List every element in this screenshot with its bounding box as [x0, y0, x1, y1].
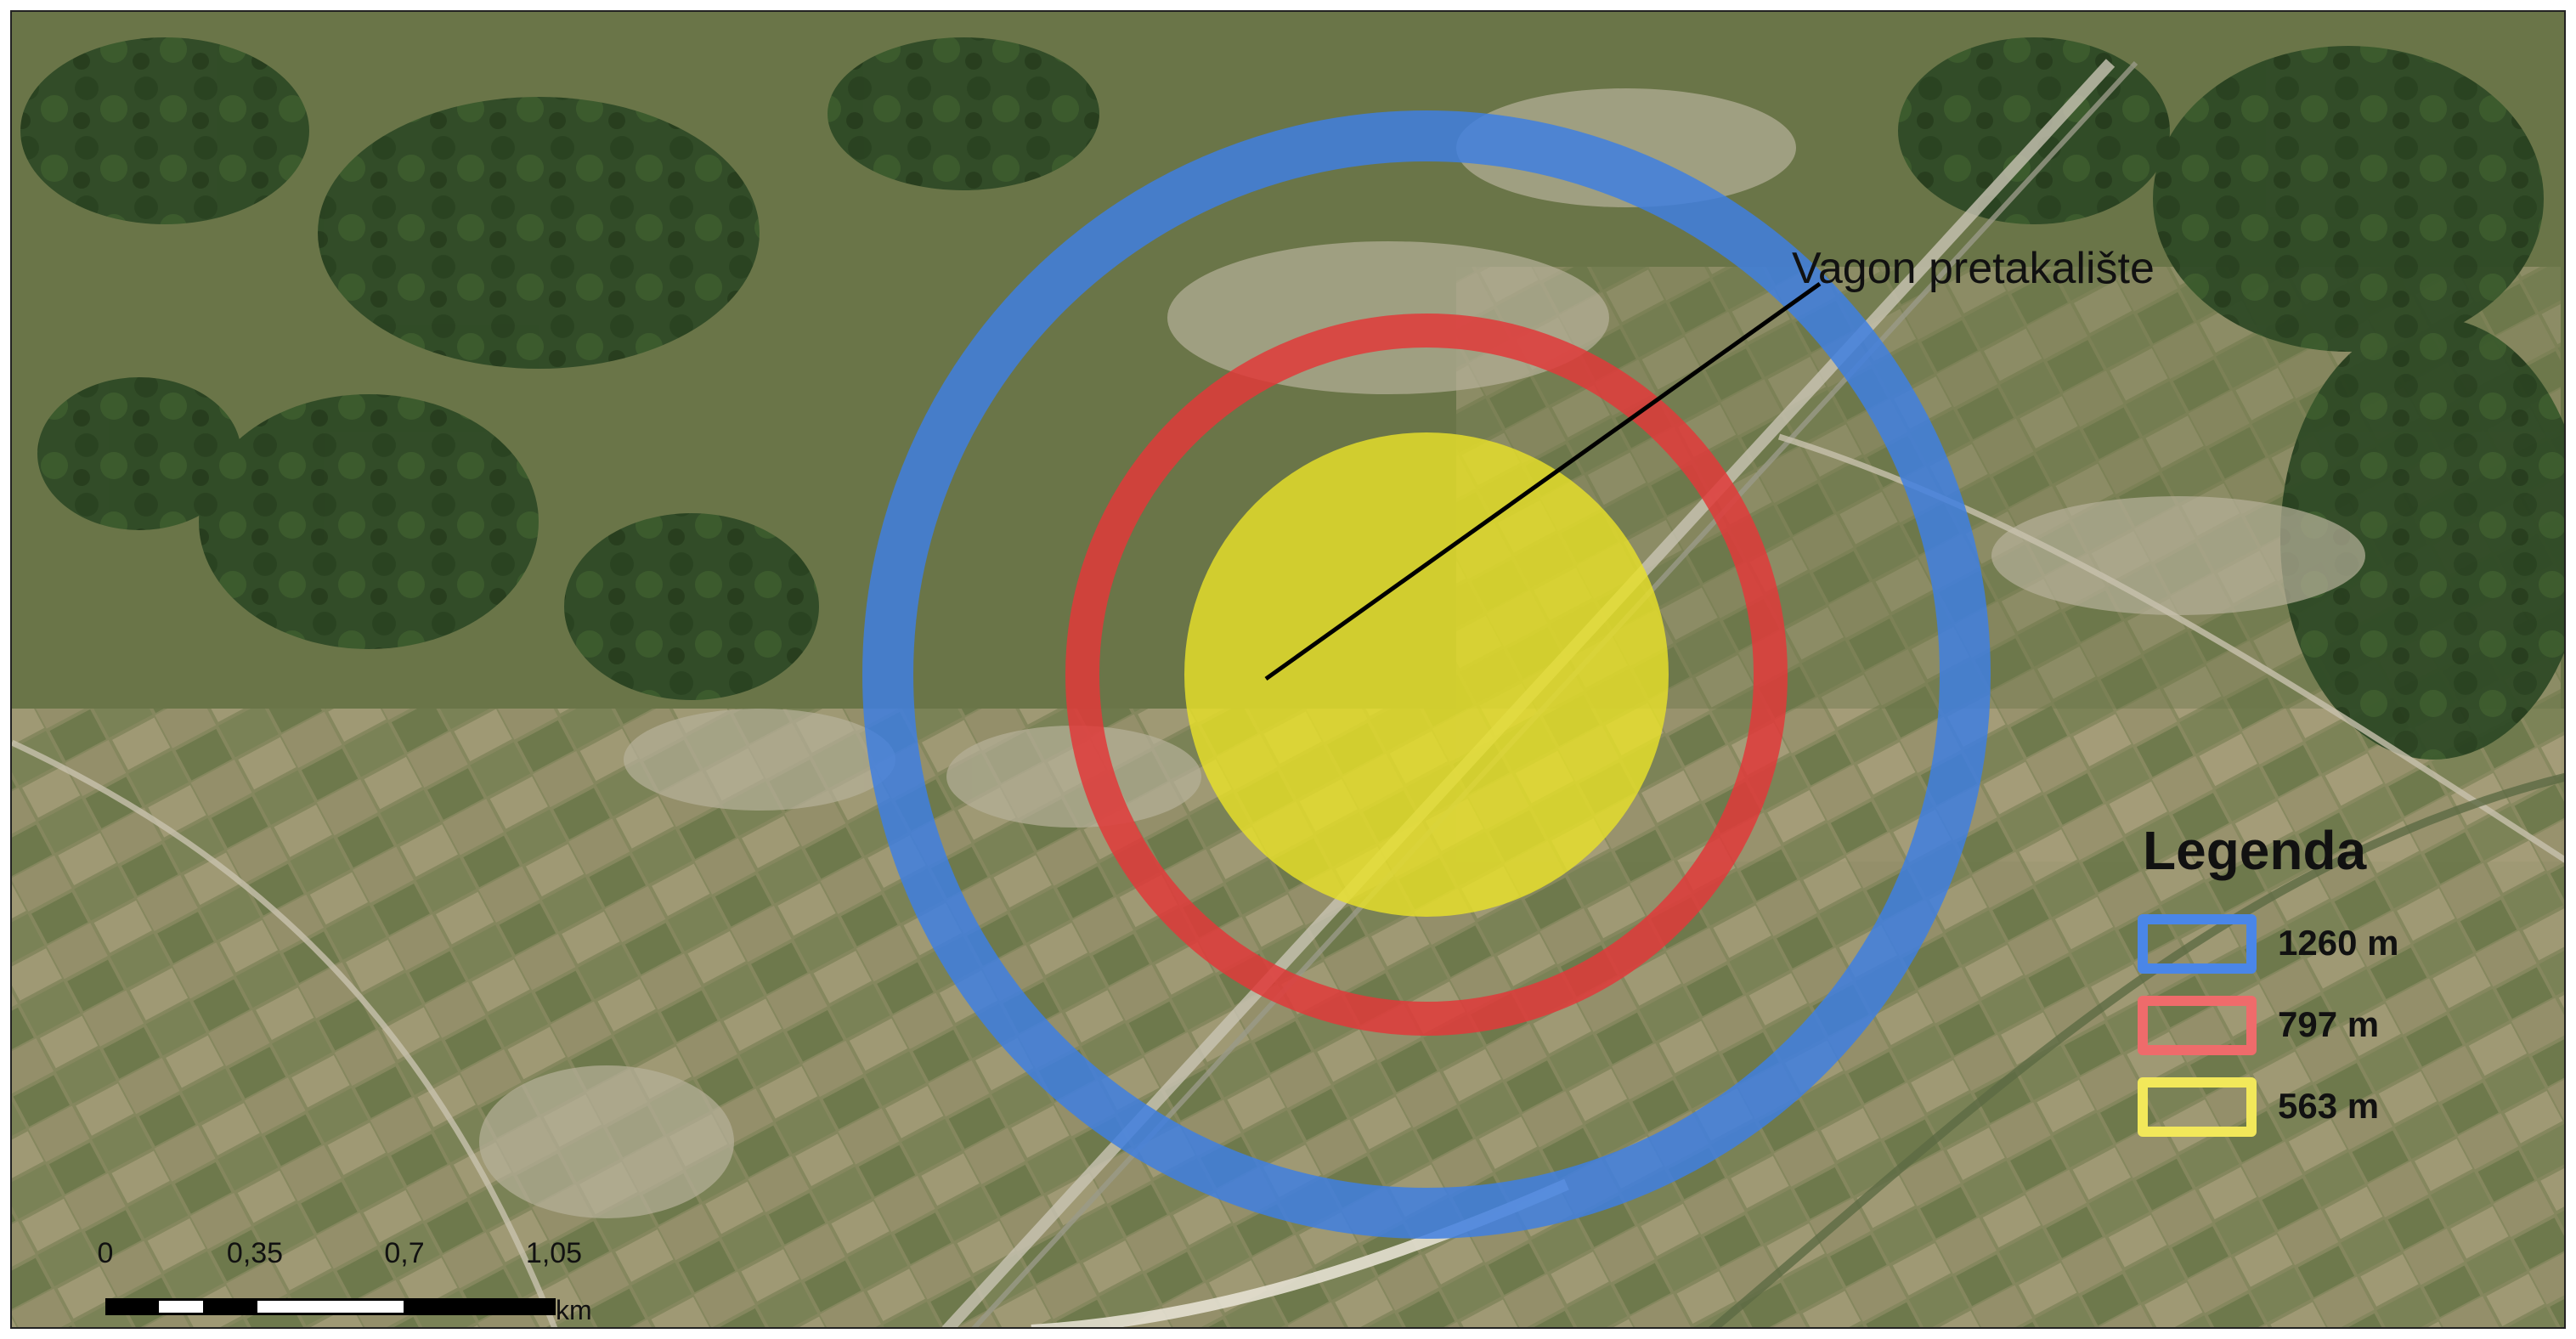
scale-unit: km: [556, 1295, 592, 1325]
buffer-zone-797m: [1065, 314, 1788, 1036]
buffer-zone-563m: [1184, 432, 1669, 917]
callout-line: [1264, 281, 1822, 681]
buffer-zone-1260m: [862, 110, 1991, 1239]
legend-swatch-blue: [2138, 914, 2257, 974]
scale-segment: [404, 1298, 556, 1315]
legend-swatch-red: [2138, 996, 2257, 1055]
callout-label: Vagon pretakalište: [1792, 244, 2155, 293]
scale-tick: 0,35: [226, 1237, 284, 1269]
legend-item-797m: 797 m: [2138, 996, 2460, 1064]
scale-segment: [156, 1298, 206, 1315]
legend-title: Legenda: [2143, 820, 2367, 881]
map-frame: Vagon pretakalište Legenda 1260 m 797 m …: [10, 10, 2566, 1329]
forest-areas: [20, 37, 2564, 760]
scale-bar: 0 0,35 0,7 1,05 km: [97, 1237, 641, 1327]
legend-label: 1260 m: [2278, 923, 2399, 963]
legend-label: 797 m: [2278, 1004, 2380, 1044]
scale-segment: [204, 1298, 257, 1315]
legend-item-1260m: 1260 m: [2138, 914, 2460, 982]
scale-tick: 0,7: [384, 1237, 425, 1269]
legend-item-563m: 563 m: [2138, 1077, 2460, 1145]
scale-tick: 0: [97, 1237, 114, 1269]
legend-swatch-yellow: [2138, 1077, 2257, 1137]
legend-label: 563 m: [2278, 1086, 2380, 1126]
scale-segment: [105, 1298, 158, 1315]
scale-segment: [255, 1298, 406, 1315]
scale-tick: 1,05: [525, 1237, 583, 1269]
